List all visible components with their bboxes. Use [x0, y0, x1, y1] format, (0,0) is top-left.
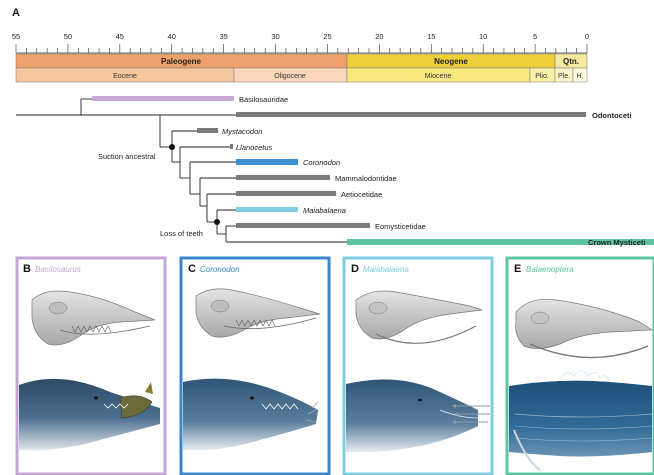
epoch-label-holocene: H. [577, 73, 584, 80]
panel-e-title: Balaenoptera [526, 265, 574, 274]
panel-b: B Basilosaurus [17, 258, 165, 474]
label-basilosauridae: Basilosauridae [239, 95, 288, 104]
phylogeny-tree [16, 99, 347, 242]
label-maiabalaena: Maiabalaena [303, 206, 346, 215]
epoch-label-miocene: Miocene [425, 73, 452, 80]
panel-e-letter: E [514, 263, 521, 275]
node-label-suction: Suction ancestral [98, 152, 156, 161]
timescale-tick-label: 20 [375, 32, 383, 41]
panel-b-title: Basilosaurus [35, 265, 81, 274]
panel-d-letter: D [351, 263, 359, 275]
label-llanocetus: Llanocetus [236, 143, 273, 152]
label-mystacodon: Mystacodon [222, 127, 262, 136]
period-row: Paleogene Neogene Qtn. [16, 54, 587, 68]
label-mammalodontidae: Mammalodontidae [335, 174, 397, 183]
panel-c: C Coronodon [181, 258, 329, 474]
period-label-paleogene: Paleogene [161, 57, 202, 66]
timescale-tick-label: 10 [479, 32, 487, 41]
timescale-tick-label: 50 [64, 32, 72, 41]
epoch-label-eocene: Eocene [113, 73, 137, 80]
panel-d-title: Maiabalaena [363, 265, 409, 274]
epoch-label-oligocene: Oligocene [274, 73, 306, 80]
timescale-tick-label: 45 [116, 32, 124, 41]
epoch-row: Eocene Oligocene Miocene Plio. Ple. H. [16, 68, 587, 82]
label-odontoceti: Odontoceti [592, 111, 632, 120]
epoch-label-pleistocene: Ple. [558, 73, 570, 80]
timescale-tick-label: 30 [271, 32, 279, 41]
range-aetiocetidae [236, 191, 336, 196]
range-mystacodon [197, 128, 218, 133]
timescale-tick-label: 0 [585, 32, 589, 41]
period-label-neogene: Neogene [434, 57, 468, 66]
panel-c-letter: C [188, 263, 196, 275]
panel-b-letter: B [23, 263, 31, 275]
panel-e: E Balaenoptera [507, 258, 654, 474]
node-teeth-marker [214, 219, 220, 225]
label-aetiocetidae: Aetiocetidae [341, 190, 382, 199]
panel-a-letter: A [12, 7, 20, 19]
range-odontoceti [236, 112, 586, 117]
range-eomysticetidae [236, 223, 370, 228]
range-maiabalaena [236, 207, 298, 212]
panel-c-title: Coronodon [200, 265, 240, 274]
range-bars [92, 96, 654, 245]
timescale-tick-label: 5 [533, 32, 537, 41]
timescale-tick-label: 15 [427, 32, 435, 41]
range-basilosauridae [92, 96, 234, 101]
range-llanocetus [230, 144, 233, 149]
label-eomysticetidae: Eomysticetidae [375, 222, 426, 231]
timescale-tick-label: 35 [219, 32, 227, 41]
period-label-quaternary: Qtn. [563, 57, 579, 66]
timescale-tick-label: 55 [12, 32, 20, 41]
range-coronodon [236, 159, 298, 165]
epoch-label-pliocene: Plio. [535, 73, 549, 80]
panel-d: D Maiabalaena [344, 258, 492, 474]
label-coronodon: Coronodon [303, 158, 340, 167]
timescale-tick-label: 25 [323, 32, 331, 41]
label-crown-mysticeti: Crown Mysticeti [588, 238, 646, 247]
range-mammalodontidae [236, 175, 330, 180]
node-label-teeth: Loss of teeth [160, 229, 203, 238]
timescale-tick-label: 40 [168, 32, 176, 41]
node-suction-marker [169, 144, 175, 150]
timescale-minor-ticks [16, 44, 587, 53]
